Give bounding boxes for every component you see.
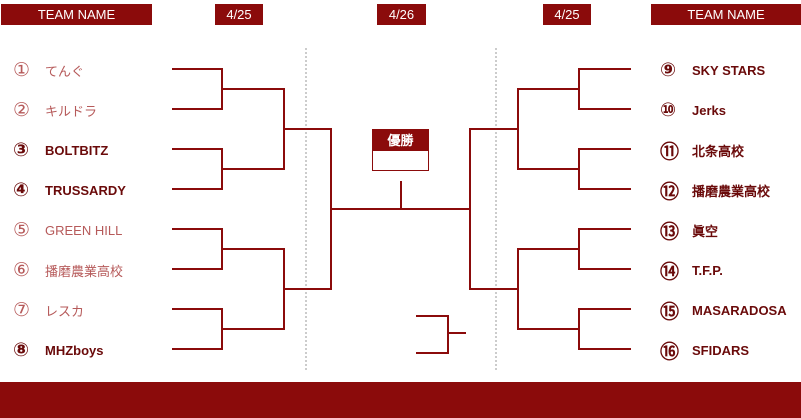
champion-label: 優勝 <box>373 130 428 151</box>
team-name: 播磨農業高校 <box>692 183 771 199</box>
team-entry-6: ⑥ 播磨農業高校 <box>13 259 123 281</box>
seed-number: ⑨ <box>660 59 677 81</box>
team-entry-3: ③ BOLTBITZ <box>13 139 108 161</box>
team-entry-1: ① てんぐ <box>13 59 84 81</box>
team-name: レスカ <box>45 303 85 319</box>
team-name: SFIDARS <box>692 342 750 358</box>
match-line-3v4 <box>172 148 238 190</box>
third-place-match-line <box>416 315 466 354</box>
round1-right-date-header: 4/25 <box>543 4 591 25</box>
match-line-15v16 <box>565 308 631 350</box>
team-name: Jerks <box>692 102 726 118</box>
team-name: 北条高校 <box>692 143 745 159</box>
team-name: キルドラ <box>45 103 98 119</box>
team-name: てんぐ <box>45 63 85 79</box>
seed-number: ⑧ <box>13 339 30 361</box>
champion-box: 優勝 <box>372 129 429 171</box>
team-name: TRUSSARDY <box>45 182 126 198</box>
match-line-right-semi-b <box>517 248 565 330</box>
team-name: BOLTBITZ <box>45 142 109 158</box>
seed-number: ⑯ <box>660 341 680 363</box>
team-name: 播磨農業高校 <box>45 263 124 279</box>
match-line-right-semi-a <box>517 88 565 170</box>
match-line-7v8 <box>172 308 238 350</box>
team-name: GREEN HILL <box>45 222 123 238</box>
seed-number: ⑩ <box>660 99 677 121</box>
team-entry-14: ⑭ T.F.P. <box>660 259 723 283</box>
round1-left-date-header: 4/25 <box>215 4 263 25</box>
team-name: SKY STARS <box>692 62 766 78</box>
team-entry-16: ⑯ SFIDARS <box>660 339 750 363</box>
match-line-9v10 <box>565 68 631 110</box>
match-line-left-semi-b <box>238 248 285 330</box>
team-entry-15: ⑮ MASARADOSA <box>660 299 787 323</box>
team-entry-13: ⑬ 眞空 <box>660 219 719 243</box>
seed-number: ⑬ <box>660 221 680 243</box>
team-entry-12: ⑫ 播磨農業高校 <box>660 179 771 203</box>
seed-number: ⑤ <box>13 219 31 241</box>
team-entry-5: ⑤ GREEN HILL <box>13 219 122 241</box>
final-date-header: 4/26 <box>377 4 426 25</box>
match-line-left-semi-a <box>238 88 285 170</box>
team-name: MASARADOSA <box>692 302 787 318</box>
left-team-name-header: TEAM NAME <box>1 4 152 25</box>
seed-number: ① <box>13 59 31 81</box>
team-entry-2: ② キルドラ <box>13 99 97 121</box>
match-line-13v14 <box>565 228 631 270</box>
match-line-11v12 <box>565 148 631 190</box>
team-entry-7: ⑦ レスカ <box>13 299 84 321</box>
team-name: 眞空 <box>692 223 719 239</box>
match-line-1v2 <box>172 68 238 110</box>
seed-number: ⑥ <box>13 259 31 281</box>
team-entry-11: ⑪ 北条高校 <box>660 139 745 163</box>
team-name: T.F.P. <box>692 262 723 278</box>
team-name: MHZboys <box>45 342 104 358</box>
seed-number: ⑦ <box>13 299 31 321</box>
seed-number: ④ <box>13 179 30 201</box>
seed-number: ⑭ <box>660 261 680 283</box>
seed-number: ⑪ <box>660 141 680 163</box>
footer-bar <box>0 382 801 418</box>
seed-number: ② <box>13 99 31 121</box>
team-entry-9: ⑨ SKY STARS <box>660 59 765 81</box>
match-line-5v6 <box>172 228 238 270</box>
seed-number: ⑫ <box>660 181 680 203</box>
right-team-name-header: TEAM NAME <box>651 4 801 25</box>
team-entry-4: ④ TRUSSARDY <box>13 179 126 201</box>
seed-number: ③ <box>13 139 30 161</box>
team-entry-10: ⑩ Jerks <box>660 99 726 121</box>
match-line-right-final <box>469 128 518 290</box>
seed-number: ⑮ <box>660 301 680 323</box>
team-entry-8: ⑧ MHZboys <box>13 339 104 361</box>
